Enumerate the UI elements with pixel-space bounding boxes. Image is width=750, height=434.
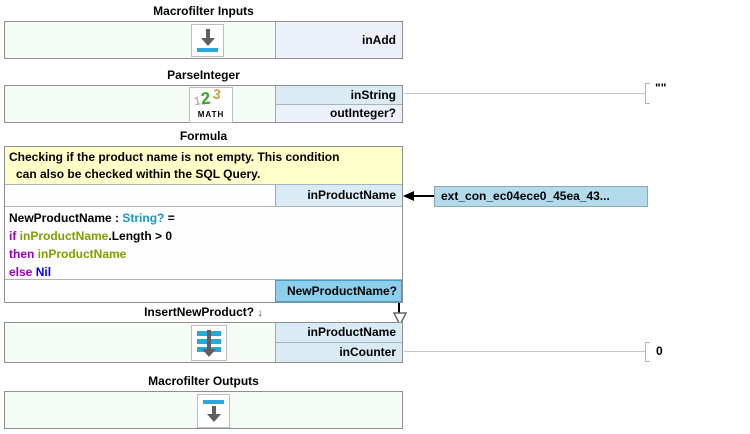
macrofilter-outputs-block[interactable]	[4, 391, 403, 429]
comment-line-2: can also be checked within the SQL Query…	[16, 167, 261, 181]
macrofilter-inputs-block[interactable]: inAdd	[4, 21, 403, 59]
ext-connection-box[interactable]: ext_con_ec04ece0_45ea_43...	[434, 186, 648, 207]
instring-value-bracket	[645, 83, 650, 104]
parse-integer-title: ParseInteger	[167, 68, 240, 82]
insert-new-product-icon	[191, 325, 227, 361]
output-arrow-head	[206, 414, 221, 422]
code-line-1: NewProductName : String? =	[9, 209, 402, 227]
math-digits: 1 2 3	[190, 85, 232, 109]
port-inadd[interactable]: inAdd	[275, 22, 402, 58]
digit-3: 3	[211, 85, 222, 103]
insert-arrow-head	[202, 349, 216, 357]
hollow-arrow-down-icon	[392, 312, 408, 327]
port-formula-inproductname[interactable]: inProductName	[275, 185, 402, 207]
comment-line-1: Checking if the product name is not empt…	[9, 150, 340, 164]
code-token-keyword: else	[9, 265, 36, 279]
macrofilter-outputs-title: Macrofilter Outputs	[148, 374, 259, 388]
output-arrow-stem	[211, 406, 216, 414]
code-token-identifier: inProductName	[19, 229, 109, 243]
insert-new-product-title: InsertNewProduct? ↓	[4, 305, 403, 319]
ext-connection-arrowhead-icon	[403, 191, 414, 201]
port-outinteger[interactable]: outInteger?	[275, 105, 402, 122]
wire-instring	[404, 93, 645, 94]
formula-code[interactable]: NewProductName : String? = if inProductN…	[5, 207, 402, 280]
code-token-identifier: inProductName	[37, 247, 127, 261]
port-instring-label: inString	[350, 88, 396, 102]
input-blue-bar	[197, 48, 218, 52]
instring-value[interactable]: ""	[655, 81, 667, 95]
port-newproductname[interactable]: NewProductName?	[275, 280, 402, 302]
code-token-literal: Nil	[35, 265, 52, 279]
formula-comment[interactable]: Checking if the product name is not empt…	[5, 147, 402, 185]
math-label: MATH	[197, 110, 225, 119]
input-arrow-head	[200, 38, 215, 46]
math-123-icon: 1 2 3 MATH	[189, 85, 233, 123]
incounter-value-bracket	[645, 342, 650, 362]
code-line-4: else Nil	[9, 263, 402, 281]
code-token-type: String?	[122, 211, 165, 225]
port-insert-inproductname[interactable]: inProductName	[275, 323, 402, 343]
insert-new-product-block[interactable]: inProductName inCounter	[4, 322, 403, 363]
output-blue-bar	[203, 400, 224, 404]
step-mode-arrow-icon: ↓	[257, 307, 263, 319]
code-line-2: if inProductName.Length > 0	[9, 227, 402, 245]
formula-block[interactable]: Checking if the product name is not empt…	[4, 146, 403, 303]
input-arrow-stem	[205, 29, 210, 38]
port-outinteger-label: outInteger?	[330, 106, 396, 120]
code-line-3: then inProductName	[9, 245, 402, 263]
port-formula-inproductname-label: inProductName	[307, 188, 396, 202]
parse-integer-block[interactable]: inString outInteger? 1 2 3 MATH	[4, 85, 403, 123]
formula-input-row-body	[5, 185, 275, 207]
port-incounter-label: inCounter	[339, 345, 396, 359]
code-token: =	[164, 211, 175, 225]
port-insert-inproductname-label: inProductName	[307, 325, 396, 339]
port-inadd-label: inAdd	[362, 33, 396, 47]
formula-title: Formula	[179, 129, 228, 143]
incounter-value[interactable]: 0	[656, 344, 663, 358]
stacked-bars	[197, 330, 221, 357]
port-instring[interactable]: inString	[275, 86, 402, 105]
port-newproductname-label: NewProductName?	[286, 284, 397, 298]
port-incounter[interactable]: inCounter	[275, 343, 402, 362]
macrofilter-input-icon	[191, 24, 224, 57]
macrofilter-output-icon	[197, 394, 230, 428]
insert-arrow-stem	[207, 330, 211, 350]
code-token: .Length > 0	[108, 229, 173, 243]
code-token-keyword: then	[9, 247, 38, 261]
ext-connection-wire	[412, 195, 434, 197]
code-token-keyword: if	[9, 229, 20, 243]
macrofilter-inputs-title: Macrofilter Inputs	[153, 4, 254, 18]
code-token: NewProductName :	[9, 211, 123, 225]
wire-newproductname-down	[398, 303, 400, 313]
digit-2: 2	[199, 88, 212, 109]
insert-new-product-title-text: InsertNewProduct?	[144, 305, 255, 319]
wire-incounter	[404, 351, 645, 352]
